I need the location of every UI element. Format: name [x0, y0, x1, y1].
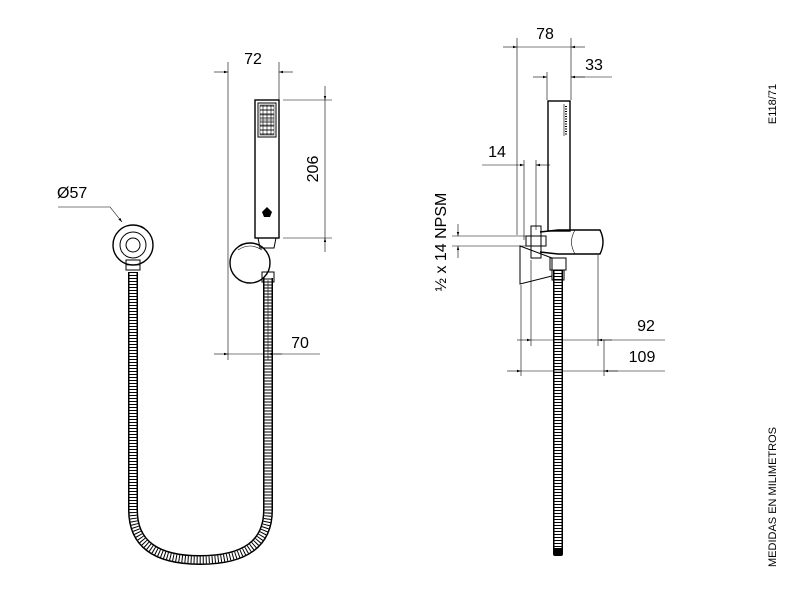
shower-handle-front [254, 99, 280, 249]
dim-label-diameter: Ø57 [57, 185, 87, 202]
dim-total-depth: 78 [503, 26, 585, 235]
dim-flange-thickness: 14 [482, 144, 550, 240]
dim-projection-92: 92 [517, 255, 665, 346]
dim-flange-diameter: Ø57 [57, 185, 123, 223]
dim-label-109: 109 [629, 349, 656, 366]
dim-label-206: 206 [305, 156, 322, 183]
thread-spec-label: ½ x 14 NPSM [433, 193, 450, 292]
dim-label-92: 92 [637, 318, 655, 335]
units-note: MEDIDAS EN MILIMETROS [767, 427, 779, 567]
wall-bracket-front [229, 242, 275, 284]
front-view: 72 206 70 Ø57 [57, 51, 332, 566]
dim-bracket-offset: 70 [214, 280, 320, 360]
hose-front [128, 272, 273, 566]
dim-head-depth: 33 [533, 57, 612, 100]
dim-label-33: 33 [585, 57, 603, 74]
side-view: 78 33 14 ½ x 14 NPSM [433, 26, 665, 556]
dim-handle-height: 206 [283, 86, 332, 252]
dim-label-72: 72 [244, 51, 262, 68]
dim-width-handle: 72 [214, 51, 293, 360]
drawing-code: E118/71 [767, 84, 779, 124]
dim-projection-109: 109 [507, 285, 665, 376]
hose-side [553, 270, 563, 556]
nozzle-grid [259, 104, 275, 136]
shower-handle-side [547, 100, 571, 232]
dim-label-70: 70 [291, 335, 309, 352]
dim-label-78: 78 [536, 26, 554, 43]
dim-thread: ½ x 14 NPSM [433, 193, 530, 292]
wall-flange [112, 224, 154, 271]
dim-label-14: 14 [488, 144, 506, 161]
